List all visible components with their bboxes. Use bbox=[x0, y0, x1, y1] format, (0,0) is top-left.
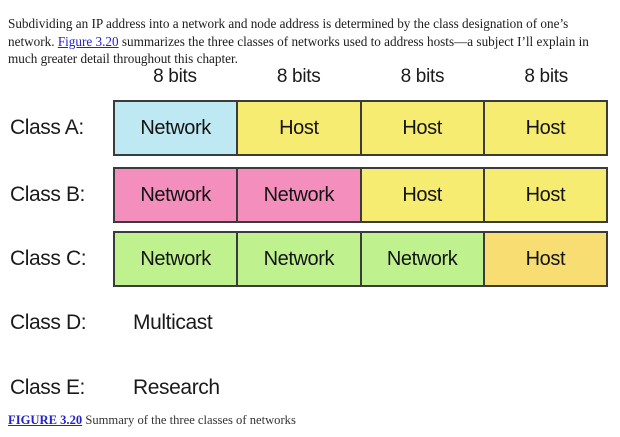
class-b-label: Class B: bbox=[10, 183, 85, 206]
class-c-octet-1: Network bbox=[115, 233, 239, 285]
class-c-octet-4: Host bbox=[484, 233, 606, 285]
class-a-octet-strip: Network Host Host Host bbox=[113, 100, 608, 156]
class-b-octet-3: Host bbox=[361, 169, 485, 221]
octet-bit-width-header: 8 bits 8 bits 8 bits 8 bits bbox=[113, 62, 608, 92]
figure-caption: FIGURE 3.20 Summary of the three classes… bbox=[8, 412, 612, 428]
bits-label-octet-2: 8 bits bbox=[276, 66, 321, 87]
figure-reference-link[interactable]: Figure 3.20 bbox=[57, 33, 119, 49]
class-c-label: Class C: bbox=[10, 247, 87, 270]
class-row-b: Class B: Network Network Host Host bbox=[0, 167, 620, 223]
class-row-d: Class D: Multicast bbox=[0, 303, 620, 343]
intro-paragraph: Subdividing an IP address into a network… bbox=[8, 15, 612, 68]
class-a-octet-3: Host bbox=[361, 102, 485, 154]
ip-address-classes-figure: 8 bits 8 bits 8 bits 8 bits Class A: Net… bbox=[0, 58, 620, 403]
figure-caption-link[interactable]: FIGURE 3.20 bbox=[8, 413, 83, 427]
figure-caption-text: Summary of the three classes of networks bbox=[82, 413, 296, 427]
class-row-c: Class C: Network Network Network Host bbox=[0, 231, 620, 287]
intro-text-after-link: summarizes the three classes of networks… bbox=[8, 33, 589, 67]
class-b-octet-strip: Network Network Host Host bbox=[113, 167, 608, 223]
class-b-octet-2: Network bbox=[238, 169, 362, 221]
class-e-label: Class E: bbox=[10, 376, 85, 399]
class-d-label: Class D: bbox=[10, 311, 87, 334]
class-c-octet-3: Network bbox=[361, 233, 485, 285]
class-a-octet-1: Network bbox=[115, 102, 239, 154]
bits-label-octet-4: 8 bits bbox=[524, 66, 568, 87]
class-row-e: Class E: Research bbox=[0, 368, 620, 408]
class-c-octet-strip: Network Network Network Host bbox=[113, 231, 608, 287]
bits-label-octet-3: 8 bits bbox=[400, 66, 445, 87]
intro-text-before-link: Subdividing an IP address into a network… bbox=[8, 16, 569, 49]
class-b-octet-4: Host bbox=[484, 169, 606, 221]
class-row-a: Class A: Network Host Host Host bbox=[0, 100, 620, 156]
class-c-octet-2: Network bbox=[238, 233, 362, 285]
class-a-octet-2: Host bbox=[238, 102, 362, 154]
class-e-value: Research bbox=[133, 376, 220, 399]
class-d-value: Multicast bbox=[133, 311, 213, 334]
class-b-octet-1: Network bbox=[115, 169, 239, 221]
bits-label-octet-1: 8 bits bbox=[153, 66, 197, 87]
class-a-octet-4: Host bbox=[484, 102, 606, 154]
class-a-label: Class A: bbox=[10, 116, 84, 139]
